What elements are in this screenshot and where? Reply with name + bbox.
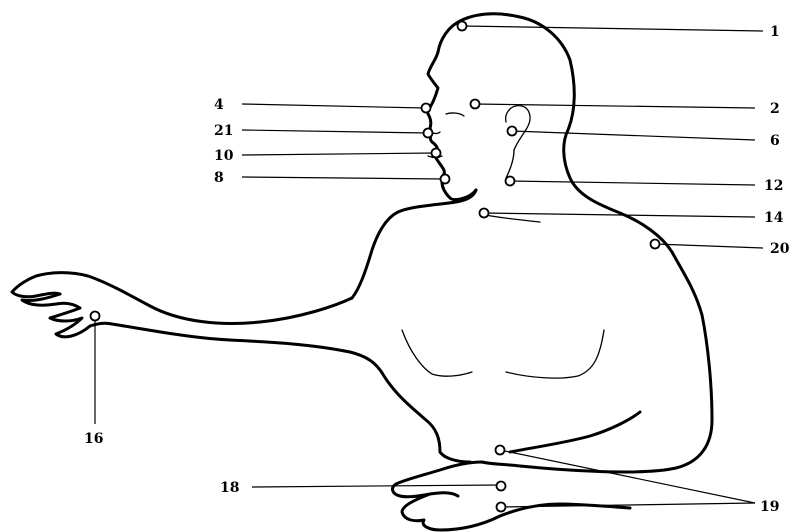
pectoral-left	[402, 330, 472, 376]
hand-fingers-outline	[22, 294, 90, 337]
waist-outline	[440, 452, 470, 462]
label-12: 12	[764, 178, 783, 194]
leader-10	[242, 153, 435, 155]
leader-12	[510, 181, 755, 185]
leader-21	[242, 130, 427, 133]
leader-8	[242, 177, 444, 179]
pectoral-right	[506, 330, 604, 378]
eye	[446, 113, 464, 116]
label-6: 6	[770, 133, 780, 149]
label-16: 16	[84, 431, 103, 447]
leader-lines	[95, 26, 763, 507]
point-19-upper	[496, 446, 505, 455]
leader-6	[512, 131, 755, 140]
label-20: 20	[770, 241, 790, 257]
point-18	[497, 482, 506, 491]
label-10: 10	[214, 148, 234, 164]
point-1	[458, 22, 467, 31]
torso-side-outline	[510, 412, 640, 452]
point-labels: 1 2 4 6 8 10 12 14 16 18 19 20 21	[84, 24, 790, 515]
point-10	[432, 149, 441, 158]
arm-lower-outline	[90, 323, 440, 452]
point-20	[651, 240, 660, 249]
label-14: 14	[764, 210, 784, 226]
leader-1	[462, 26, 763, 31]
point-14	[480, 209, 489, 218]
label-18: 18	[220, 480, 239, 496]
leader-4	[242, 104, 425, 108]
point-2	[471, 100, 480, 109]
arm-upper-outline	[12, 273, 352, 324]
label-4: 4	[214, 97, 224, 113]
leader-18	[252, 485, 500, 487]
label-8: 8	[214, 170, 224, 186]
neck-left-outline	[352, 190, 476, 298]
leader-19a	[500, 450, 755, 503]
point-4	[422, 104, 431, 113]
body-outline	[12, 14, 712, 530]
point-16	[91, 312, 100, 321]
lower-hand-finger	[430, 493, 458, 496]
point-21	[424, 129, 433, 138]
point-12	[506, 177, 515, 186]
point-6	[508, 127, 517, 136]
point-19-lower	[497, 503, 506, 512]
jaw-line	[506, 150, 514, 178]
label-1: 1	[770, 24, 780, 40]
label-2: 2	[770, 101, 780, 117]
collarbone	[480, 214, 540, 222]
label-19: 19	[760, 499, 779, 515]
label-21: 21	[214, 123, 233, 139]
body-details	[402, 106, 604, 378]
point-8	[441, 175, 450, 184]
leader-20	[655, 244, 763, 248]
